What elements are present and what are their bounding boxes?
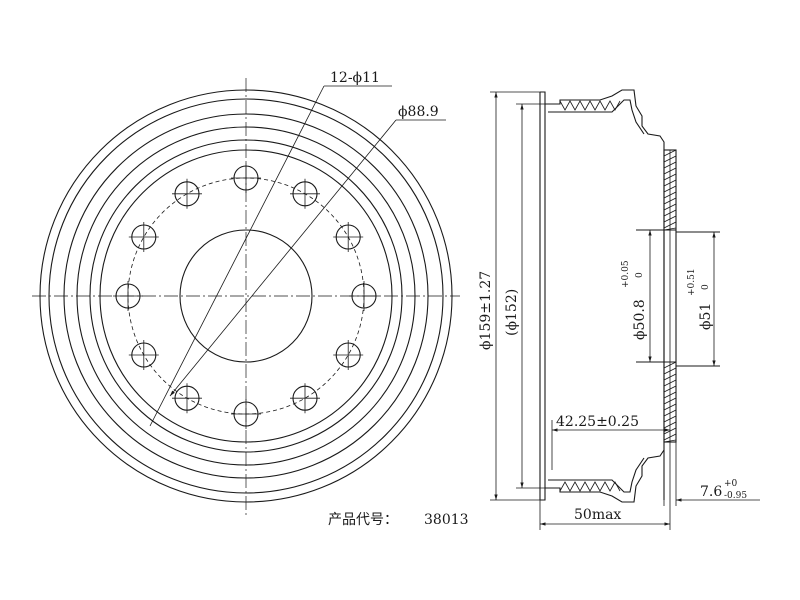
- hatch-line: [663, 379, 677, 387]
- pilot-tol-upper: +0.05: [621, 260, 631, 288]
- hatch-line: [663, 421, 677, 429]
- flange-label: 7.6: [700, 484, 722, 500]
- hatch-line: [663, 439, 677, 443]
- hatch-line: [663, 215, 677, 223]
- hatch-line: [663, 167, 677, 175]
- bolt-circle-label: ϕ88.9: [398, 104, 439, 120]
- hatch-line: [663, 403, 677, 411]
- hatch-line: [663, 173, 677, 181]
- hatch-line: [663, 367, 677, 375]
- hatch-line: [663, 385, 677, 393]
- hatch-line: [663, 221, 677, 229]
- flange-tol-lower: -0.95: [724, 491, 747, 501]
- hatch-line: [663, 427, 677, 435]
- hatch-line: [663, 397, 677, 405]
- hatch-line: [663, 391, 677, 399]
- hatch-line: [663, 433, 677, 441]
- wheel-profile-outer: [540, 89, 665, 500]
- hatch-line: [663, 361, 677, 369]
- hatch-line: [663, 373, 677, 381]
- product-code-value: 38013: [424, 512, 469, 528]
- hatch-line: [663, 197, 677, 205]
- pilot-tol-lower: 0: [635, 272, 645, 278]
- bore-tol-upper: +0.51: [687, 268, 697, 296]
- product-code-label: 产品代号：: [328, 512, 398, 528]
- width-label: 50max: [574, 507, 621, 523]
- hatch-line: [663, 203, 677, 211]
- hatch-line: [663, 155, 677, 163]
- bore-tol-lower: 0: [701, 284, 711, 290]
- hatch-line: [663, 415, 677, 423]
- bolt-hole-leader: [149, 85, 325, 427]
- bolt-circle-leader: [169, 119, 397, 397]
- hatch-line: [663, 161, 677, 169]
- bead-serration-top: [559, 100, 621, 111]
- disc-hatching: [663, 149, 677, 443]
- offset-label: 42.25±0.25: [556, 414, 639, 430]
- hatch-line: [663, 209, 677, 217]
- hatch-line: [663, 185, 677, 193]
- bolt-holes-label: 12-ϕ11: [330, 70, 380, 86]
- pilot-diameter-label: ϕ50.8: [632, 299, 648, 340]
- hatch-line: [663, 409, 677, 417]
- outer-diameter-label: ϕ159±1.27: [478, 271, 494, 350]
- inner-diameter-label: (ϕ152): [504, 289, 520, 336]
- bead-serration-bottom: [559, 481, 621, 492]
- flange-tol-upper: +0: [724, 479, 738, 489]
- hatch-line: [663, 179, 677, 187]
- hatch-line: [663, 149, 677, 157]
- side-view: ϕ159±1.27 (ϕ152) ϕ50.8 +0.05 0 ϕ51 +0.51…: [478, 89, 760, 530]
- wheel-profile-top-inner: [548, 99, 645, 135]
- wheel-profile-bottom-inner: [548, 457, 645, 493]
- hatch-line: [663, 191, 677, 199]
- center-bore: [179, 229, 313, 363]
- front-view: 12-ϕ11 ϕ88.9: [32, 70, 460, 515]
- wheel-profile-bottom: [540, 449, 665, 503]
- bore-diameter-label: ϕ51: [698, 303, 714, 330]
